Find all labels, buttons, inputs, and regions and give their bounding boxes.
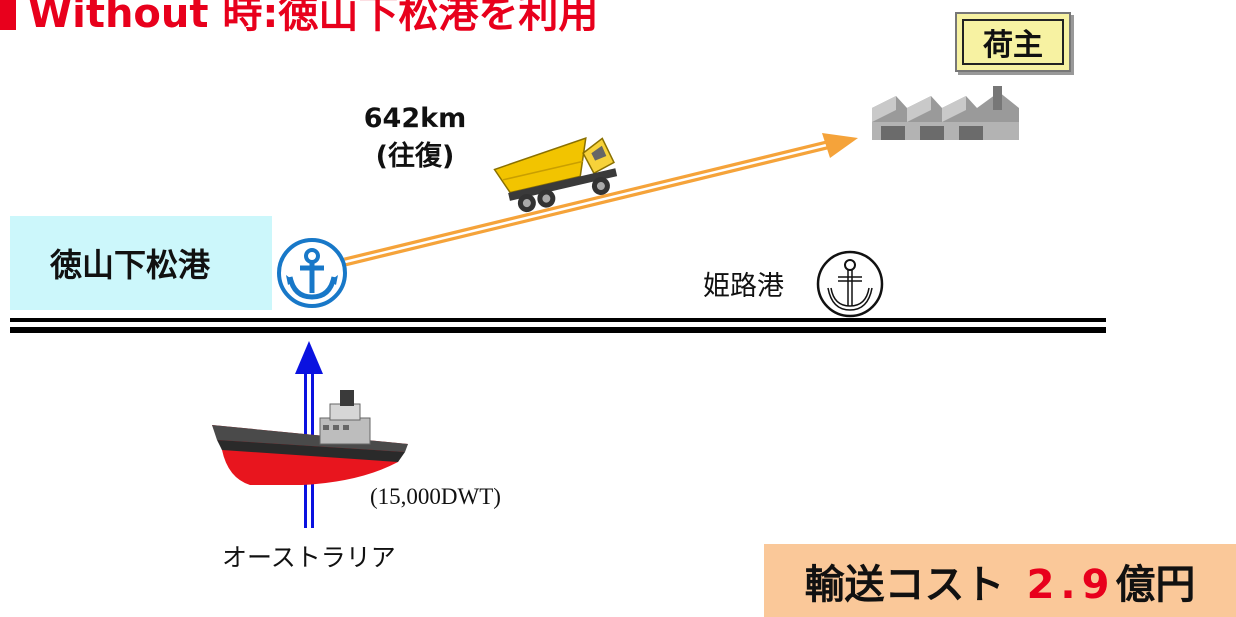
factory-icon [872,86,1019,140]
title-marker [0,0,16,30]
alternative-port-label: 姫路港 [703,271,784,302]
source-label: オーストラリア [222,543,396,572]
coastline [10,318,1106,333]
distance-note: (往復) [375,141,455,172]
ship-icon [212,390,408,485]
shipper-label-box: 荷主 [955,12,1071,72]
truck-icon [493,137,618,213]
origin-port-label: 徳山下松港 [10,216,272,310]
cost-amount: 2.9億円 [1027,552,1196,610]
page-title: Without 時:徳山下松港を利用 [28,0,599,37]
distance-label: 642km (往復) [330,100,500,176]
cost-label: 輸送コスト [804,561,1005,608]
anchor-icon [277,238,347,308]
truck-route-arrow [343,133,858,267]
transport-cost-box: 輸送コスト 2.9億円 [764,544,1236,617]
cost-value: 2.9 [1026,561,1116,608]
anchor-icon [816,250,884,318]
distance-value: 642km [363,103,467,134]
cost-unit: 億円 [1115,561,1196,608]
shipper-label: 荷主 [962,19,1064,65]
ship-capacity-label: (15,000DWT) [370,484,501,509]
